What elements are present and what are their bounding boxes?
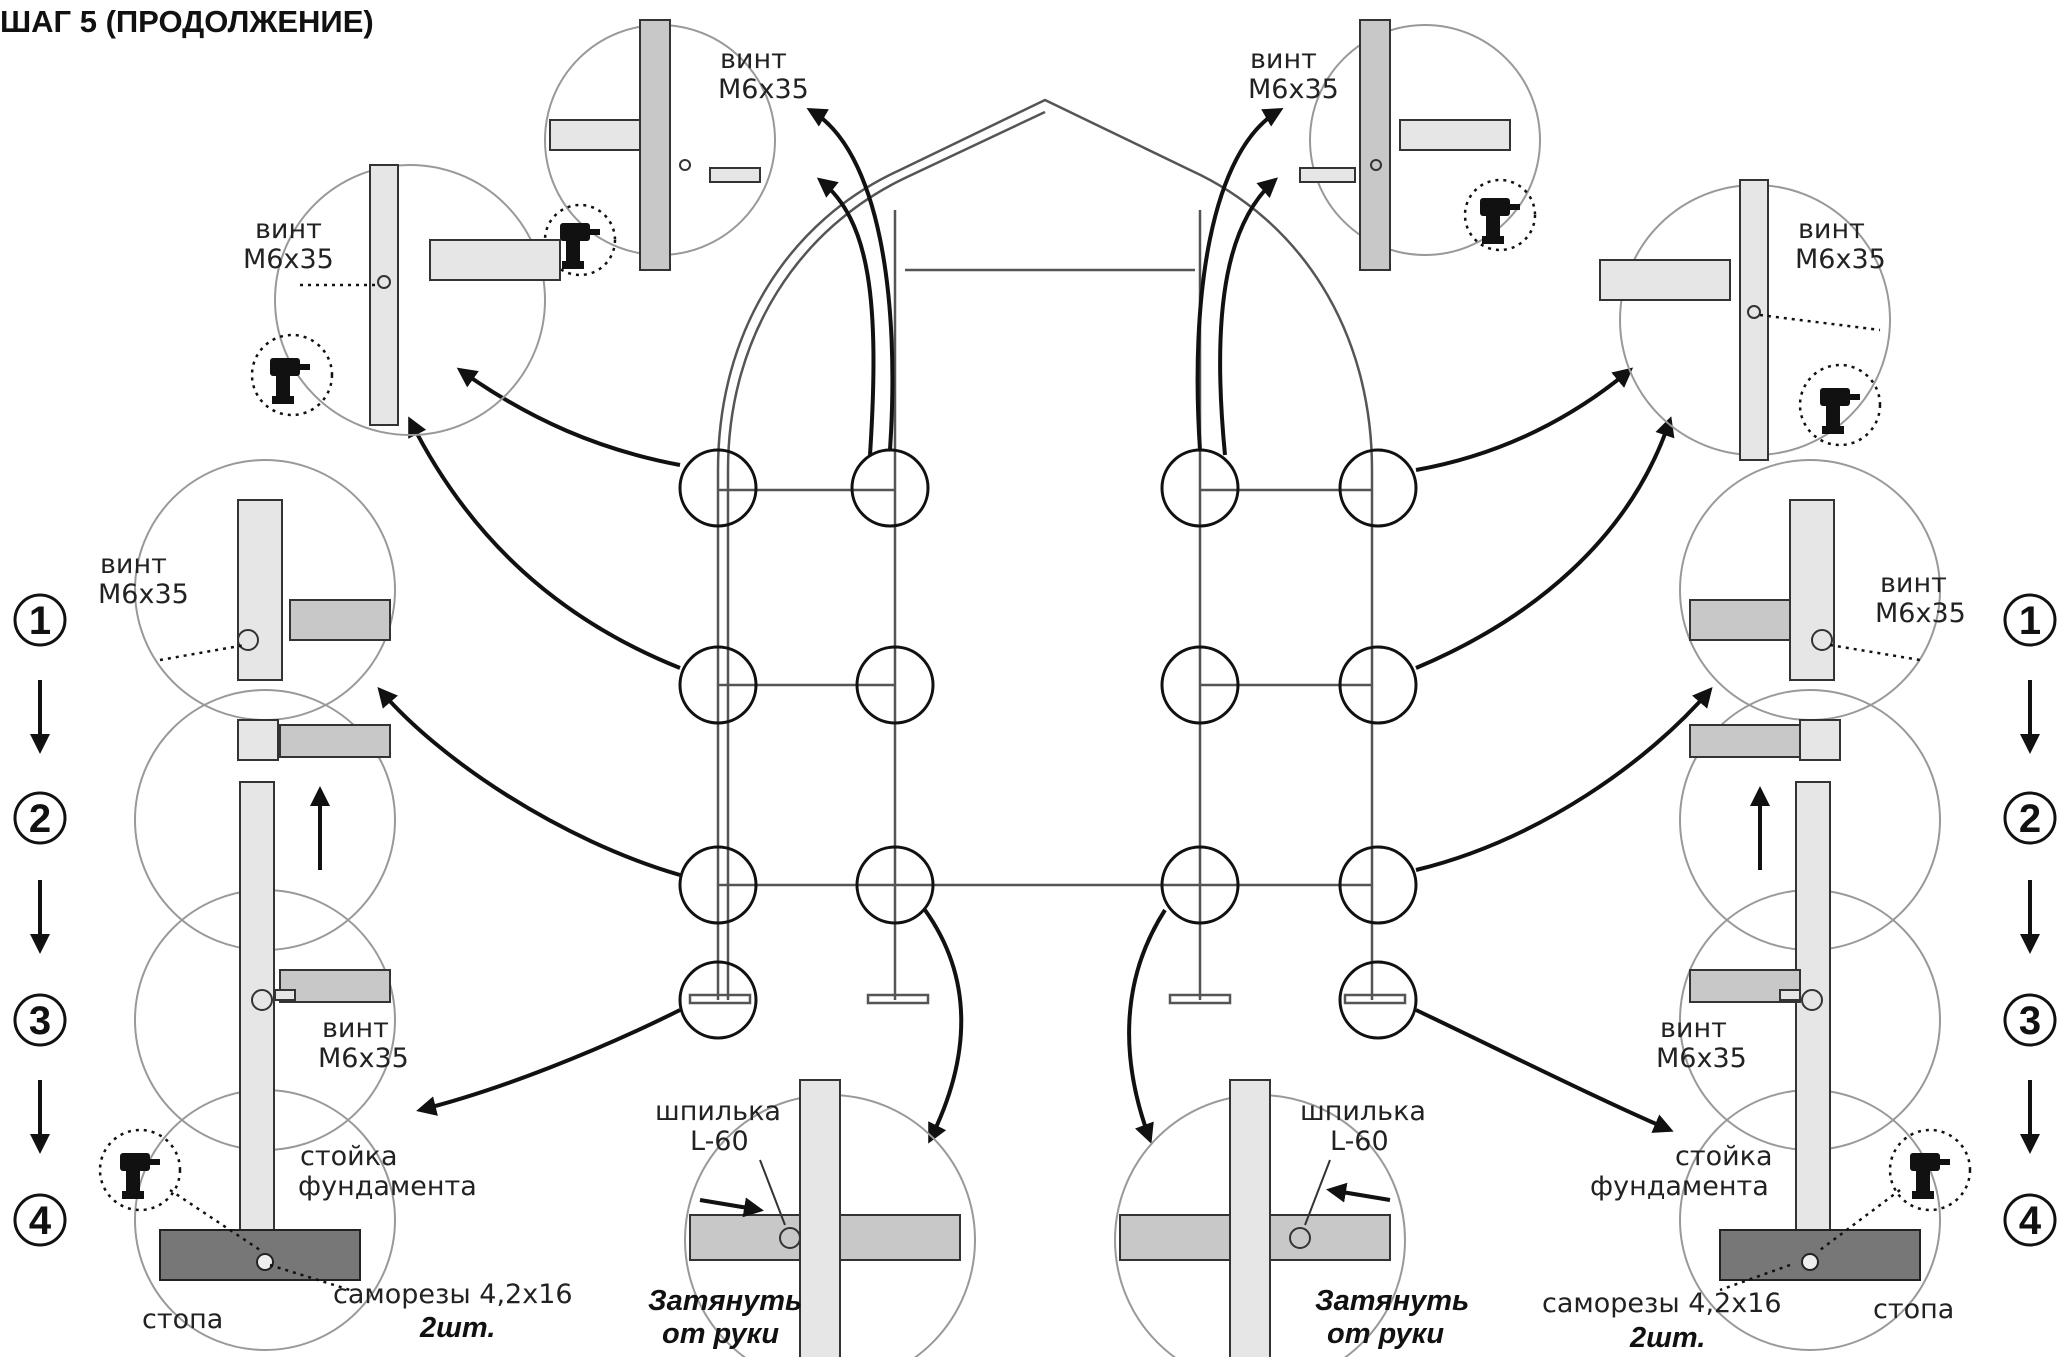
svg-text:винт: винт: [720, 44, 787, 75]
svg-text:2шт.: 2шт.: [419, 1312, 495, 1344]
detail-top-left-inner: винт М6х35: [543, 19, 809, 277]
svg-text:винт: винт: [255, 214, 322, 245]
detail-top-right-inner: винт М6х35: [1248, 19, 1541, 271]
svg-text:винт: винт: [322, 1013, 389, 1044]
detail-top-left-outer: винт М6х35: [243, 164, 561, 436]
svg-text:от руки: от руки: [1327, 1318, 1444, 1350]
svg-text:1: 1: [2019, 599, 2041, 643]
svg-text:4: 4: [2019, 1199, 2042, 1243]
svg-text:фундамента: фундамента: [1590, 1171, 1769, 1202]
svg-text:1: 1: [29, 599, 51, 643]
svg-text:стойка: стойка: [300, 1141, 398, 1172]
svg-text:3: 3: [2019, 999, 2041, 1043]
right-step-markers: 1 2 3 4: [2003, 593, 2057, 1247]
left-step-markers: 1 2 3 4: [13, 593, 67, 1247]
svg-text:М6х35: М6х35: [1656, 1043, 1747, 1074]
svg-text:винт: винт: [1250, 44, 1317, 75]
svg-text:стойка: стойка: [1675, 1141, 1773, 1172]
svg-text:2шт.: 2шт.: [1629, 1322, 1705, 1354]
svg-text:2: 2: [2019, 797, 2041, 841]
svg-text:фундамента: фундамента: [298, 1171, 477, 1202]
svg-text:стопа: стопа: [1873, 1294, 1954, 1325]
svg-text:L-60: L-60: [1330, 1126, 1389, 1157]
svg-text:L-60: L-60: [690, 1126, 749, 1157]
svg-text:Затянуть: Затянуть: [648, 1285, 802, 1317]
svg-text:Затянуть: Затянуть: [1315, 1285, 1469, 1317]
svg-text:от руки: от руки: [662, 1318, 779, 1350]
svg-text:2: 2: [29, 797, 51, 841]
page-title: ШАГ 5 (ПРОДОЛЖЕНИЕ): [0, 4, 374, 39]
svg-text:винт: винт: [100, 549, 167, 580]
svg-text:саморезы 4,2х16: саморезы 4,2х16: [1542, 1288, 1782, 1319]
svg-text:винт: винт: [1880, 568, 1947, 599]
svg-text:винт: винт: [1798, 214, 1865, 245]
svg-text:М6х35: М6х35: [718, 74, 809, 105]
svg-text:М6х35: М6х35: [318, 1043, 409, 1074]
svg-text:М6х35: М6х35: [243, 244, 334, 275]
svg-text:шпилька: шпилька: [655, 1096, 781, 1127]
greenhouse-frame: [688, 98, 1407, 1005]
detail-bottom-right-pin: шпилька L-60 Затянуть от руки: [1114, 1079, 1469, 1357]
svg-text:3: 3: [29, 999, 51, 1043]
drill-icon: [270, 358, 310, 404]
drill-icon: [560, 223, 600, 269]
svg-text:М6х35: М6х35: [1248, 74, 1339, 105]
drill-icon: [1480, 198, 1520, 244]
drill-icon: [120, 1153, 160, 1199]
svg-text:винт: винт: [1660, 1013, 1727, 1044]
svg-text:стопа: стопа: [142, 1304, 223, 1335]
svg-text:4: 4: [29, 1199, 52, 1243]
connector-arrows: [377, 108, 1713, 1144]
left-step-sequence: винт М6х35 винт М6х35 стойка фундамента …: [98, 459, 573, 1351]
detail-rings: [678, 448, 1418, 1040]
svg-text:М6х35: М6х35: [1795, 244, 1886, 275]
detail-bottom-left-pin: шпилька L-60 Затянуть от руки: [648, 1079, 976, 1357]
drill-icon: [1910, 1153, 1950, 1199]
svg-text:М6х35: М6х35: [1875, 598, 1966, 629]
svg-text:шпилька: шпилька: [1300, 1096, 1426, 1127]
right-step-sequence: винт М6х35 винт М6х35 стойка фундамента …: [1542, 459, 1972, 1354]
detail-top-right-outer: винт М6х35: [1599, 179, 1891, 461]
svg-text:М6х35: М6х35: [98, 579, 189, 610]
svg-text:саморезы 4,2х16: саморезы 4,2х16: [333, 1279, 573, 1310]
